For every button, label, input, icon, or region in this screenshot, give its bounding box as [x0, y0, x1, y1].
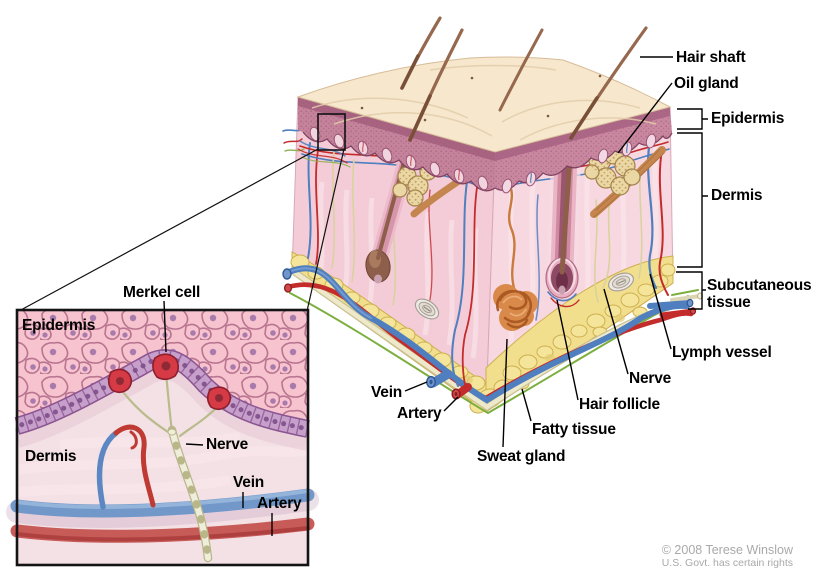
label-lymph-vessel: Lymph vessel	[672, 344, 772, 361]
callout-rectangle	[317, 113, 346, 151]
callout-connector-left	[18, 148, 319, 312]
callout-connector-right	[306, 148, 345, 312]
inset-capillary-loop	[96, 424, 156, 510]
merkel-cell-illustration	[107, 353, 232, 411]
skin-block-illustration	[282, 16, 703, 415]
artery-protrusion-left	[283, 283, 293, 293]
subcutaneous-vessel-bundle	[282, 265, 703, 415]
hair-3	[498, 28, 544, 112]
inset-illustration	[6, 308, 319, 567]
lymph-vessel-leader	[649, 273, 672, 350]
nerve-leader	[603, 288, 629, 375]
hair-shaft-illustration	[400, 16, 648, 142]
label-inset-vein: Vein	[233, 474, 265, 491]
hair-follicle-2-illustration	[545, 139, 581, 299]
inset-vessels	[6, 488, 319, 543]
sweat-gland-illustration	[493, 164, 538, 331]
label-sweat-gland: Sweat gland	[477, 448, 566, 465]
artery-leader	[443, 396, 459, 412]
fatty-tissue-leader	[521, 388, 532, 422]
epidermis-band-right	[494, 107, 673, 194]
callout-region	[18, 113, 346, 312]
inset-artery-vessel	[10, 517, 315, 543]
subcutaneous-bracket	[676, 271, 706, 310]
copyright-credit: © 2008 Terese Winslow U.S. Govt. has cer…	[662, 543, 793, 569]
inset-nerve-leader	[185, 443, 204, 446]
pacinian-corpuscle-right	[607, 272, 635, 292]
right-protrusion-tubes	[647, 289, 703, 318]
vein-protrusion-left	[282, 268, 292, 280]
inset-vein-vessel	[10, 488, 315, 518]
label-hair-shaft: Hair shaft	[676, 49, 746, 66]
label-inset-nerve: Nerve	[206, 436, 249, 453]
vein-leader	[404, 381, 428, 392]
dermis-bracket	[677, 132, 708, 268]
hair-follicle-leader	[556, 299, 579, 401]
label-subcutaneous-tissue: Subcutaneous tissue	[707, 277, 812, 311]
label-inset-epidermis: Epidermis	[22, 317, 96, 334]
leader-lines	[163, 56, 708, 536]
oil-gland-small-illustration	[392, 163, 437, 207]
merkel-cell-leader	[163, 300, 167, 353]
label-vein: Vein	[371, 384, 403, 401]
copyright-line: © 2008 Terese Winslow	[661, 543, 793, 557]
label-artery: Artery	[397, 405, 442, 422]
rights-line: U.S. Govt. has certain rights	[661, 557, 793, 569]
oil-gland-leader	[617, 82, 673, 154]
label-inset-artery: Artery	[257, 495, 302, 512]
epidermis-bracket	[677, 108, 708, 130]
label-merkel-cell: Merkel cell	[123, 284, 201, 301]
label-oil-gland: Oil gland	[674, 75, 739, 92]
label-fatty-tissue: Fatty tissue	[532, 421, 616, 438]
pacinian-corpuscle-left	[414, 298, 440, 320]
label-epidermis: Epidermis	[711, 110, 785, 127]
label-hair-follicle: Hair follicle	[579, 396, 660, 413]
inset-epidermis-cells	[17, 310, 308, 421]
skin-pores	[360, 74, 602, 122]
inset-border	[15, 308, 310, 567]
label-nerve: Nerve	[629, 370, 672, 387]
label-dermis: Dermis	[711, 187, 763, 204]
label-inset-dermis: Dermis	[25, 448, 77, 465]
sweat-gland-leader	[502, 338, 508, 448]
